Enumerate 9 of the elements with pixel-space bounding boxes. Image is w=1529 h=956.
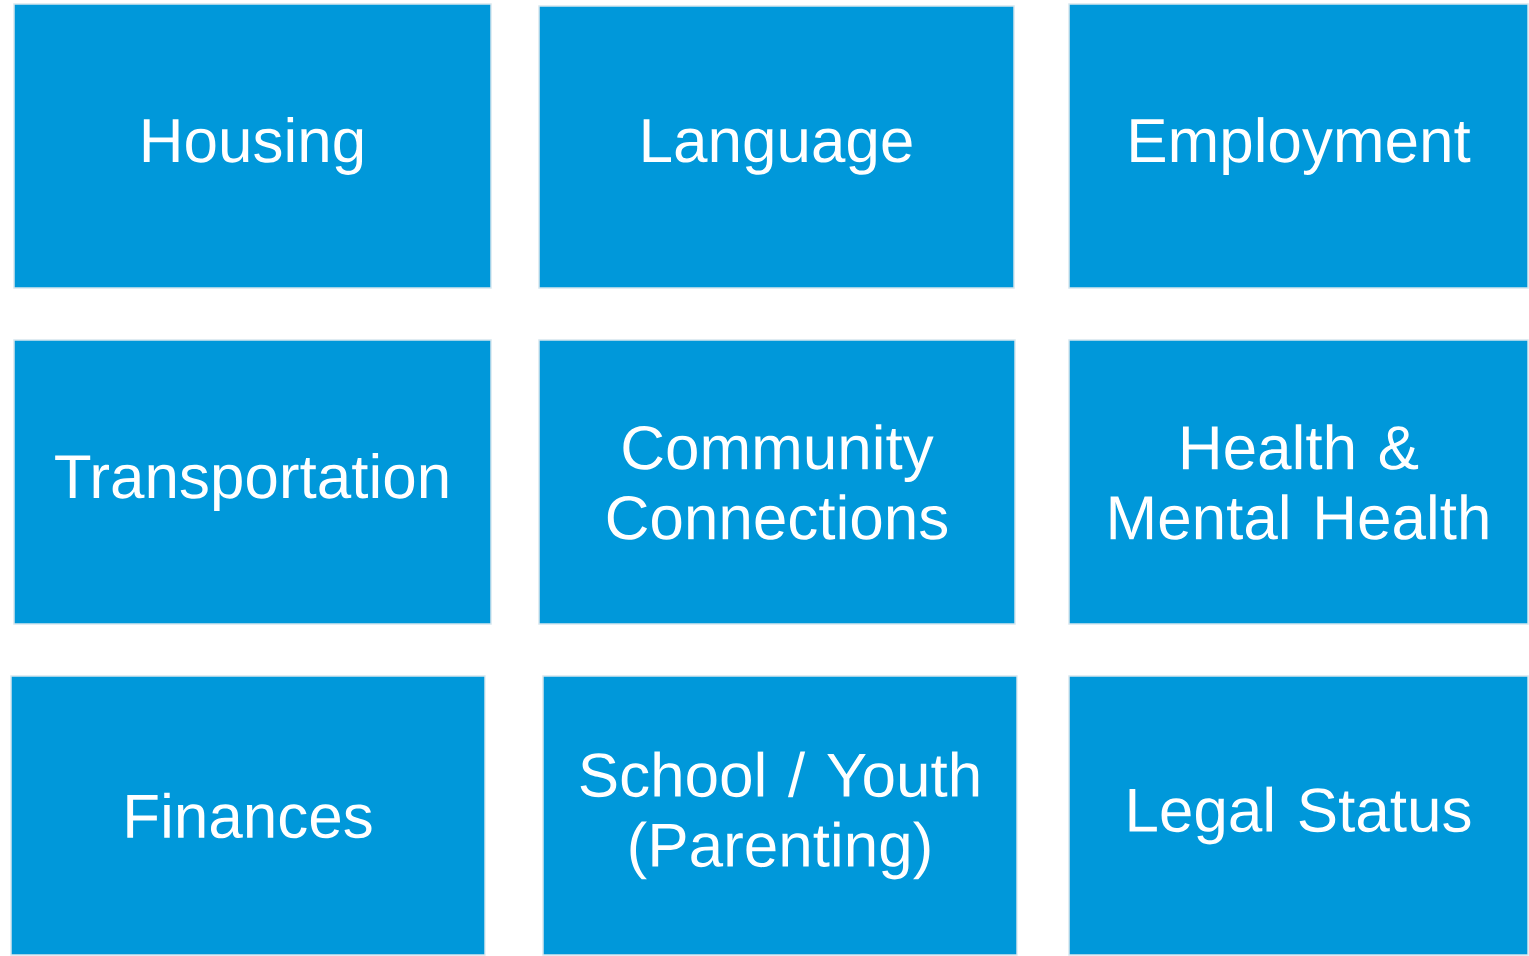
category-box: Housing (13, 3, 492, 289)
category-box: Employment (1068, 3, 1529, 289)
category-box: Community Connections (538, 339, 1016, 625)
category-box: Transportation (13, 339, 492, 625)
category-box: Language (538, 5, 1015, 289)
category-box: Legal Status (1068, 675, 1529, 956)
category-box: School / Youth (Parenting) (542, 675, 1018, 956)
category-box: Health & Mental Health (1068, 339, 1529, 625)
category-box: Finances (10, 675, 486, 956)
